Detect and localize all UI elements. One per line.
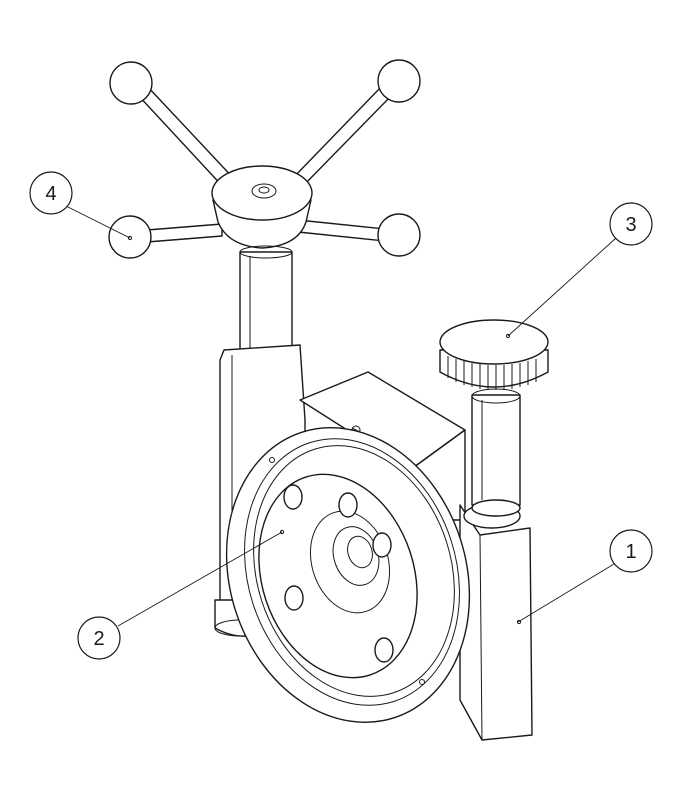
hub-center-ring (251, 183, 277, 199)
plunger-shaft (471, 394, 521, 506)
right-column-edge (479, 534, 483, 741)
knurl-lines (447, 356, 537, 390)
leader-2 (117, 531, 283, 627)
rim-hole-top (269, 457, 275, 463)
handwheel (108, 59, 421, 259)
callout-1-label: 1 (625, 541, 636, 563)
leader-dot-3 (505, 333, 511, 339)
callout-3-label: 3 (625, 214, 636, 236)
bolt-hole-1 (283, 484, 303, 510)
leader-dot-4 (127, 235, 133, 241)
rim-hole-right (419, 679, 425, 685)
callout-3: 3 (609, 202, 653, 246)
plunger (439, 319, 549, 517)
knob-top-face (439, 319, 549, 365)
leader-dot-1 (516, 619, 522, 625)
knob-front-right (377, 213, 421, 257)
hub-center-hole (258, 186, 270, 194)
leader-1 (517, 563, 615, 623)
flange-plate (258, 473, 418, 679)
callout-4-label: 4 (45, 183, 56, 205)
spindle-top-edge (239, 245, 293, 259)
flange-rim-1 (244, 438, 460, 706)
knob-back-right (377, 59, 421, 103)
flange (225, 427, 471, 723)
spindle-column (239, 251, 293, 361)
leader-4 (65, 205, 131, 239)
flange-bore-core (347, 535, 373, 569)
leader-dot-2 (279, 529, 285, 535)
bolt-hole-2 (338, 492, 358, 518)
bolt-hole-3 (372, 532, 392, 558)
callouts: 1 2 3 4 (29, 171, 653, 660)
right-column (459, 504, 533, 741)
spoke-front-right (297, 219, 386, 242)
leader-3 (507, 237, 617, 337)
flange-rim-2 (253, 445, 455, 697)
spoke-back-right (291, 85, 393, 188)
spoke-front-left (146, 223, 223, 243)
knob-front-left (108, 215, 152, 259)
callout-1: 1 (609, 529, 653, 573)
callout-2-label: 2 (93, 628, 104, 650)
bolt-hole-4 (284, 585, 304, 611)
plunger-lower-ring (471, 499, 521, 517)
callout-2: 2 (77, 616, 121, 660)
bolt-hole-5 (374, 637, 394, 663)
knob-back-left (109, 61, 153, 105)
callout-4: 4 (29, 171, 73, 215)
spoke-back-left (136, 85, 238, 191)
